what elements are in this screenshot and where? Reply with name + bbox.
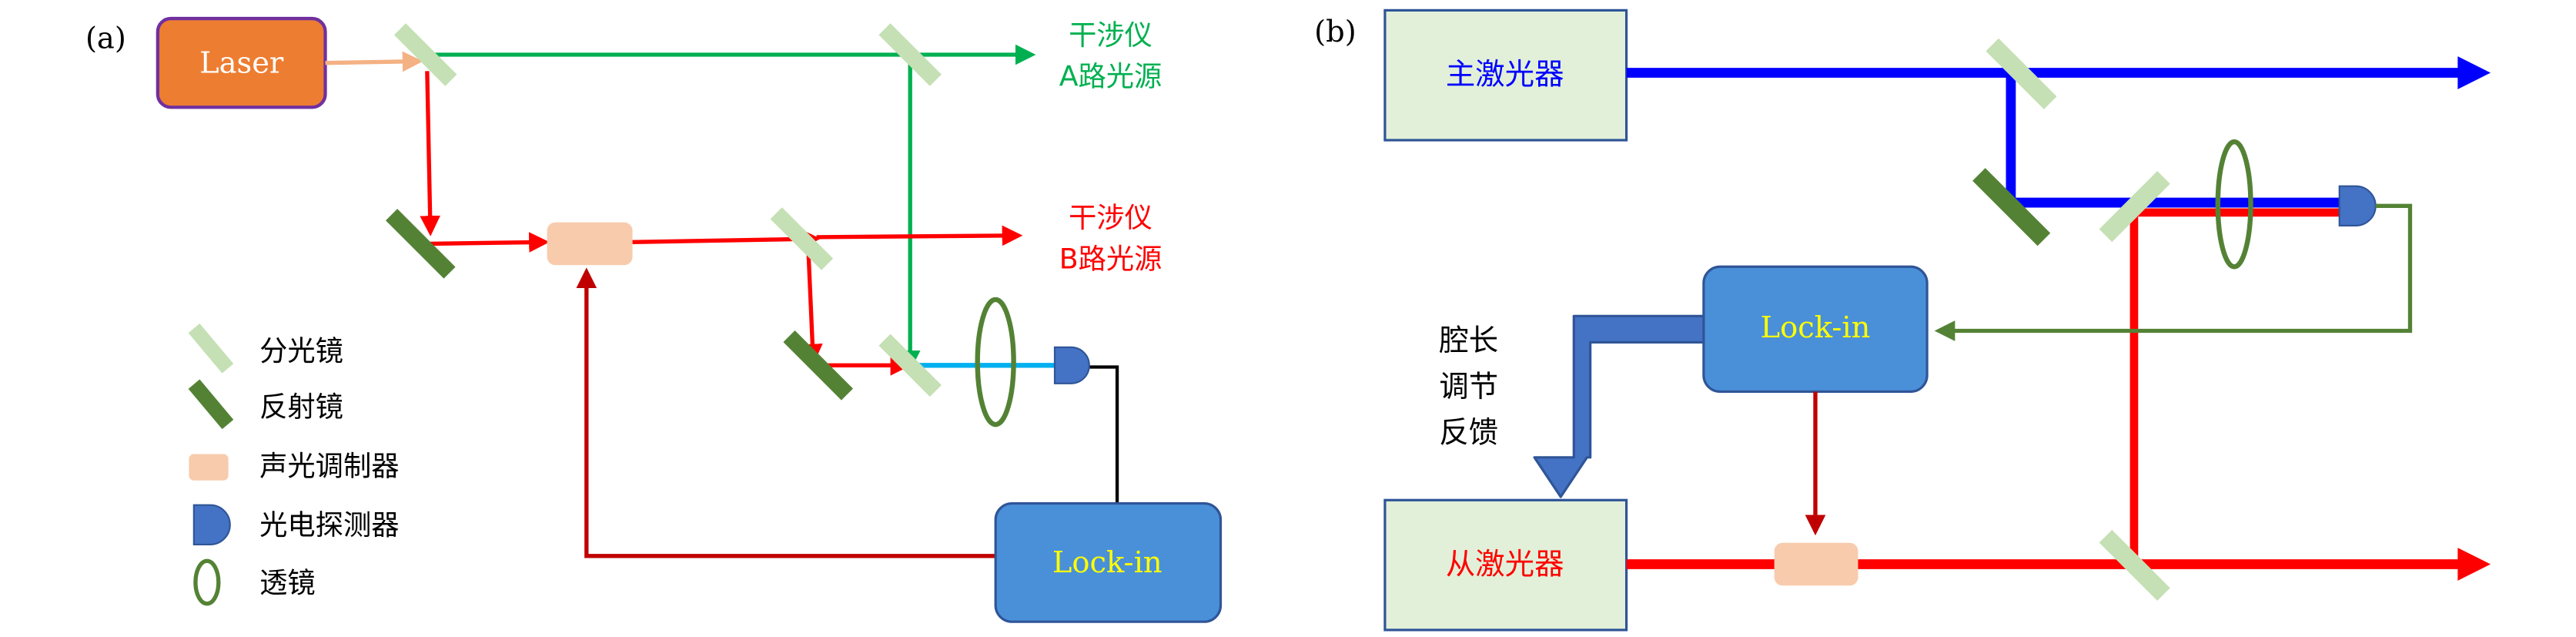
beam-splitter-icon [188,323,234,374]
beam-splitter-3 [770,207,834,270]
lockin-box-b: Lock-in [1702,265,1929,394]
feedback-arrow [1533,314,1705,498]
master-laser-box: 主激光器 [1383,8,1628,142]
legend-label-lens: 透镜 [259,566,316,599]
master-laser-label: 主激光器 [1446,57,1564,92]
slave-laser-label: 从激光器 [1446,547,1564,582]
mirror-1 [386,209,456,279]
photodetector-b [2338,185,2377,226]
detector-to-lockin-wire [1934,203,2413,341]
lens-icon [193,558,221,606]
master-beams [1626,56,2491,208]
output-b-line1: 干涉仪 [1069,201,1153,234]
optical-elements-b [1774,38,2377,601]
photodetector-icon [192,504,231,545]
panel-a: (a) Laser [85,16,1223,623]
red-beam-down-2 [802,248,823,365]
red-beam-aom-out [632,229,821,250]
aom-modulator [547,222,633,266]
panel-b-label: (b) [1314,15,1357,49]
photodetector-a [1053,346,1090,384]
legend-label-detector: 光电探测器 [259,508,399,541]
feedback-label-line1: 腔长 [1439,324,1498,358]
beam-splitter-4 [878,334,942,397]
lockin-label-a: Lock-in [1052,545,1163,580]
aom-b [1774,542,1858,586]
aom-icon [189,454,229,481]
output-a-line2: A路光源 [1059,60,1163,93]
feedback-label-line3: 反馈 [1439,416,1498,451]
feedback-label-line2: 调节 [1439,370,1498,404]
beam-paths-a [325,44,1119,558]
laser-output-beam [325,51,423,72]
lockin-label-b: Lock-in [1761,310,1871,345]
mirror-2 [783,330,853,401]
beam-splitter-1 [393,23,457,86]
legend-label-splitter: 分光镜 [259,334,343,367]
mirror-b [1972,168,2051,246]
red-beam-to-aom [430,232,550,253]
panel-b: (b) 主激光器 从激光器 [1314,8,2491,632]
red-beam-b [816,225,1023,246]
splitter-b-1 [1986,38,2057,109]
slave-laser-box: 从激光器 [1383,498,1628,632]
lens-a [975,297,1016,427]
optical-elements-a [386,23,1090,427]
slave-beams [1626,208,2491,581]
laser-label: Laser [199,45,284,80]
legend-label-mirror: 反射镜 [259,390,343,423]
lockin-to-aom-wire [576,267,996,558]
legend: 分光镜 反射镜 声光调制器 光电探测器 透镜 [188,323,399,606]
splitter-b-3 [2099,529,2170,601]
beam-splitter-2 [878,23,942,86]
panel-a-label: (a) [85,21,126,55]
laser-source: Laser [156,16,327,109]
output-b-line2: B路光源 [1059,242,1163,275]
splitter-b-2 [2099,171,2170,243]
legend-label-aom: 声光调制器 [259,449,399,482]
red-beam-down-1 [420,71,440,236]
lens-b [2215,139,2253,270]
output-a-line1: 干涉仪 [1069,18,1153,52]
lockin-box-a: Lock-in [994,501,1223,623]
mirror-icon [188,379,234,430]
detector-signal-wire [1081,365,1119,504]
